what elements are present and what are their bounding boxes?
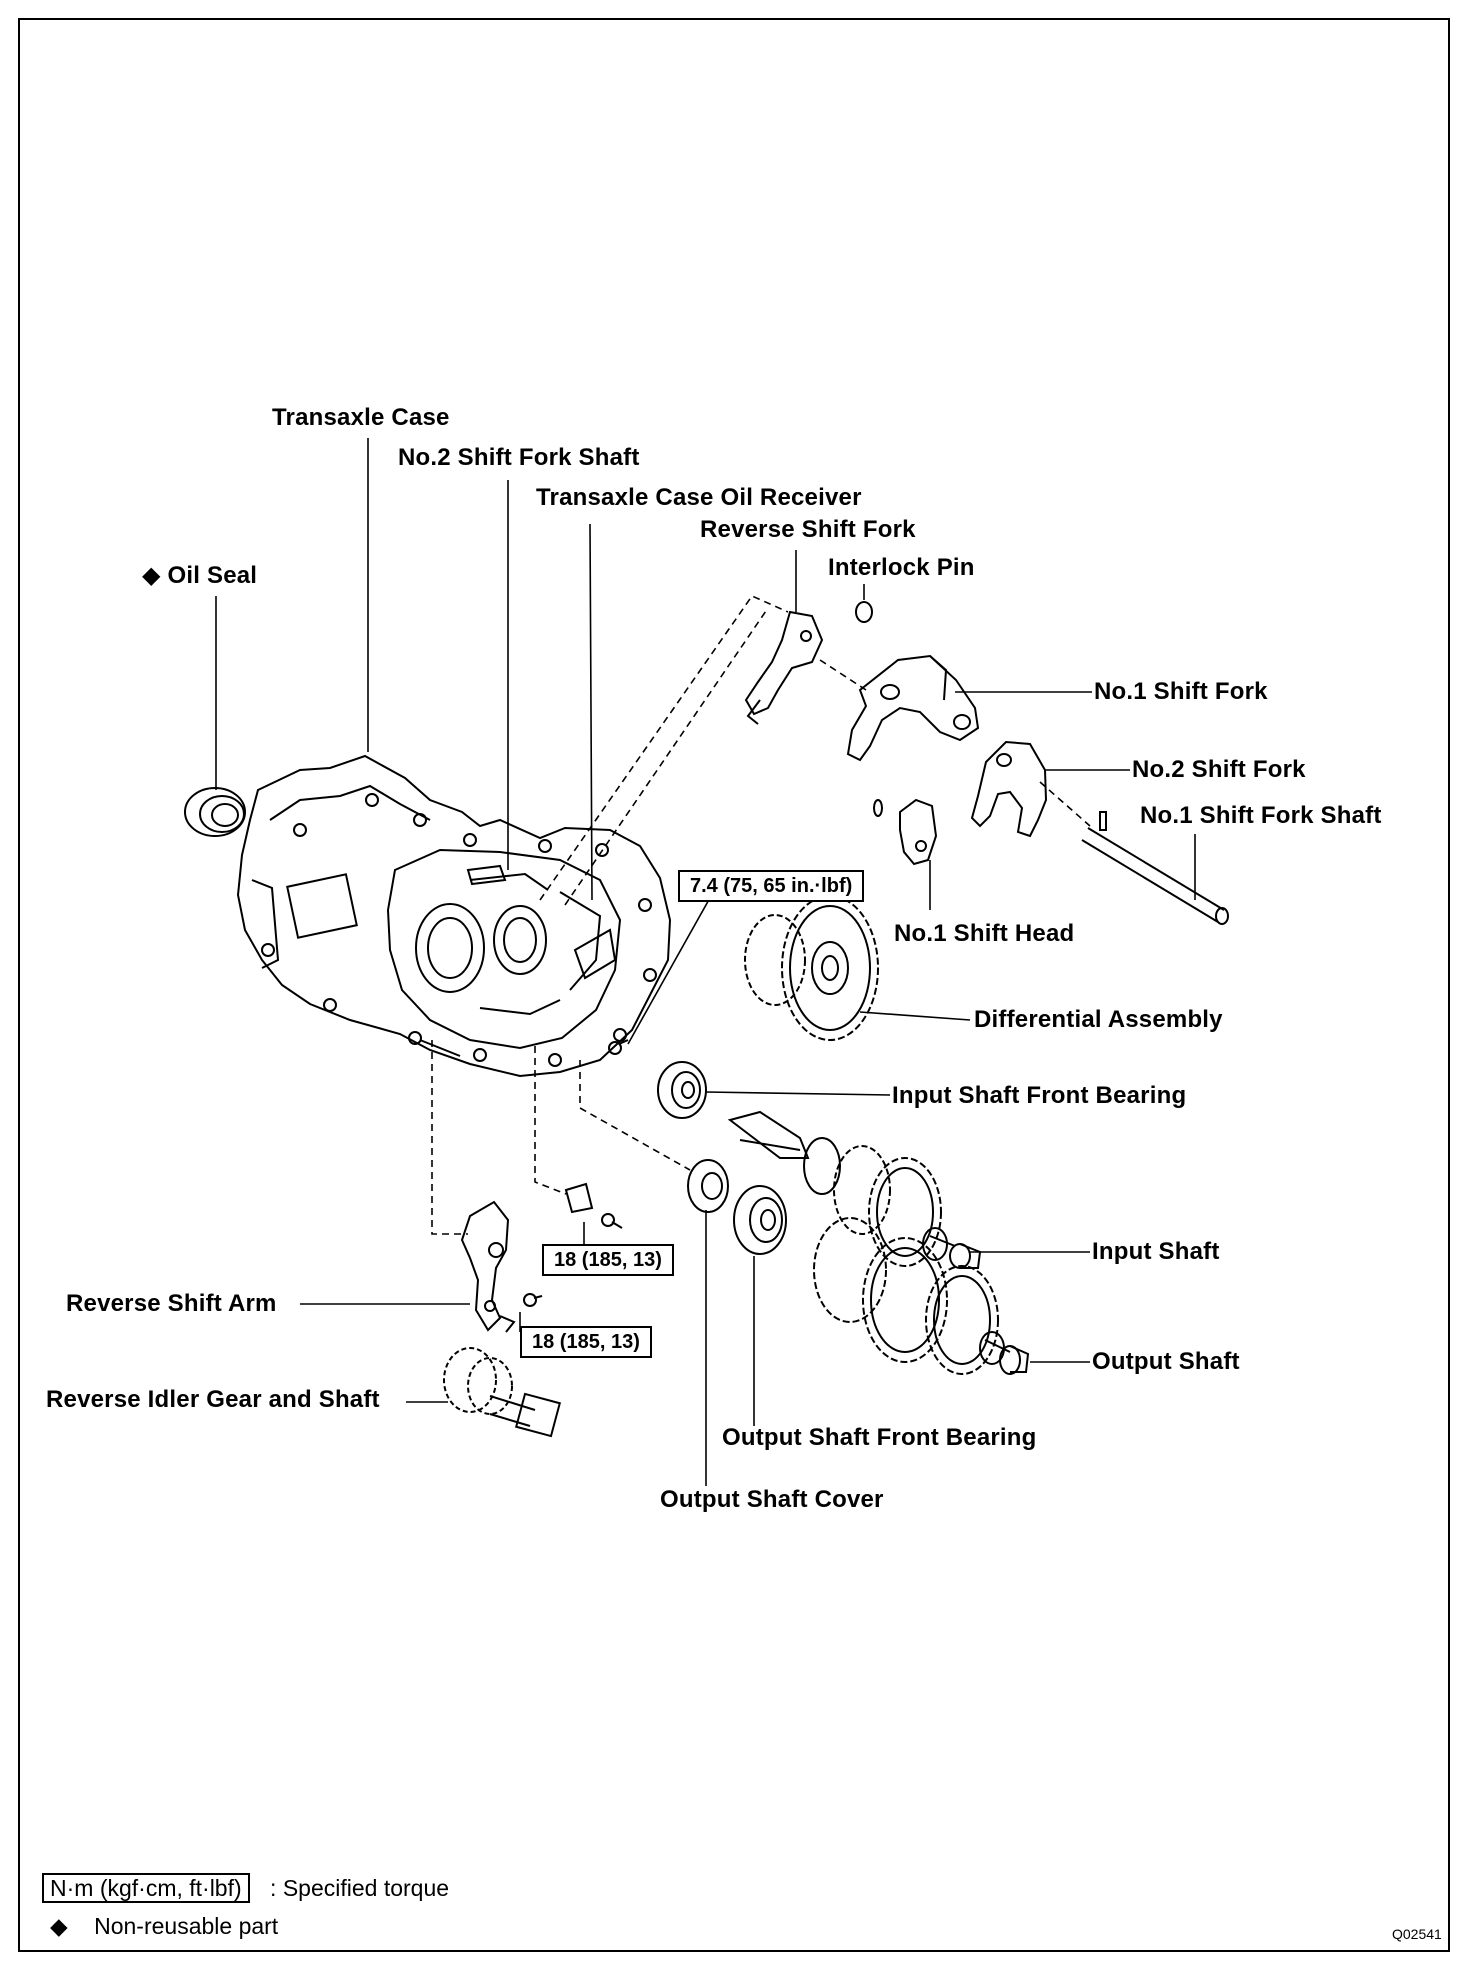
label-no1-shift-fork: No.1 Shift Fork <box>1094 678 1268 705</box>
figure-code: Q02541 <box>1392 1926 1442 1942</box>
reverse-shift-arm-drawing <box>460 1200 543 1333</box>
torque-lower-bolt: 18 (185, 13) <box>520 1326 652 1358</box>
label-input-shaft: Input Shaft <box>1092 1238 1220 1265</box>
transaxle-case-drawing <box>236 754 672 1078</box>
legend-torque-row: N·m (kgf·cm, ft·lbf) : Specified torque <box>42 1873 450 1903</box>
no1-shift-fork-shaft-drawing <box>1081 811 1229 925</box>
bracket-drawing <box>564 1182 623 1229</box>
label-oil-seal: ◆ Oil Seal <box>142 562 258 589</box>
label-no1-shift-fork-shaft: No.1 Shift Fork Shaft <box>1140 802 1382 829</box>
no1-shift-fork-drawing <box>846 654 980 762</box>
torque-upper-bolt: 18 (185, 13) <box>542 1244 674 1276</box>
torque-oil-receiver-bolt: 7.4 (75, 65 in.·lbf) <box>678 870 865 902</box>
input-shaft-front-bearing-drawing <box>657 1061 707 1119</box>
reverse-shift-fork-drawing <box>744 610 824 725</box>
label-output-shaft-front-bearing: Output Shaft Front Bearing <box>722 1424 1037 1451</box>
output-shaft-cover-drawing <box>687 1159 729 1213</box>
label-differential-assembly: Differential Assembly <box>974 1006 1223 1033</box>
reverse-idler-gear-drawing <box>443 1347 562 1438</box>
label-no1-shift-head: No.1 Shift Head <box>894 920 1075 947</box>
output-shaft-front-bearing-drawing <box>733 1185 787 1255</box>
interlock-pin-drawing <box>855 601 873 623</box>
diamond-icon: ◆ <box>50 1913 68 1939</box>
label-output-shaft-cover: Output Shaft Cover <box>660 1486 884 1513</box>
label-interlock-pin: Interlock Pin <box>828 554 975 581</box>
input-shaft-drawing <box>727 1110 982 1269</box>
label-output-shaft: Output Shaft <box>1092 1348 1240 1375</box>
label-no2-shift-fork-shaft: No.2 Shift Fork Shaft <box>398 444 640 471</box>
label-reverse-shift-fork: Reverse Shift Fork <box>700 516 916 543</box>
label-reverse-shift-arm: Reverse Shift Arm <box>66 1290 277 1317</box>
oil-seal-drawing <box>184 787 246 837</box>
receiver-bolt-drawing <box>608 1039 629 1055</box>
label-reverse-idler-gear-and-shaft: Reverse Idler Gear and Shaft <box>46 1386 380 1413</box>
legend-torque-unit: N·m (kgf·cm, ft·lbf) <box>42 1873 250 1903</box>
no1-shift-head-drawing <box>873 798 938 866</box>
label-transaxle-case-oil-receiver: Transaxle Case Oil Receiver <box>536 484 862 511</box>
legend-nonreusable-row: ◆ Non-reusable part <box>50 1912 278 1940</box>
no2-shift-fork-drawing <box>970 740 1048 838</box>
label-input-shaft-front-bearing: Input Shaft Front Bearing <box>892 1082 1187 1109</box>
legend-torque-desc: : Specified torque <box>270 1875 450 1901</box>
output-shaft-drawing <box>813 1217 1030 1375</box>
legend-nonreusable-desc: Non-reusable part <box>94 1913 279 1939</box>
label-no2-shift-fork: No.2 Shift Fork <box>1132 756 1306 783</box>
diagram-frame <box>18 18 1450 1952</box>
differential-assembly-drawing <box>744 895 879 1041</box>
label-transaxle-case: Transaxle Case <box>272 404 450 431</box>
